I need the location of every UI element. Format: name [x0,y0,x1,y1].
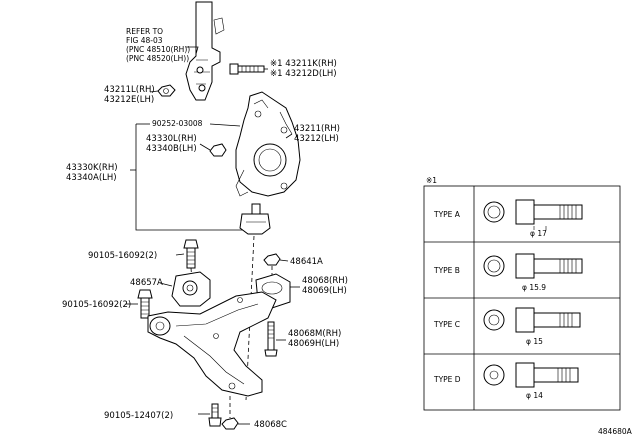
ball-joint [239,203,271,235]
type-row-c: TYPE C φ 15 [433,307,581,346]
types-table [423,185,621,411]
label-90105-12407: 90105-12407(2) [104,411,173,421]
steering-knuckle [235,91,301,197]
label-43212e: 43212E(LH) [104,95,154,105]
label-90105-16092-a: 90105-16092(2) [88,251,157,261]
type-c-label: TYPE C [433,320,460,329]
refer-note-line3: (PNC 48510(RH)) [126,45,190,54]
label-48069h: 48069H(LH) [288,339,339,349]
type-row-d: TYPE D φ 14 [433,362,579,400]
bolt-43211k-icon [229,63,268,75]
refer-note: REFER TO FIG 48-03 (PNC 48510(RH)) (PNC … [126,27,190,63]
label-43340b: 43340B(LH) [146,144,197,154]
label-48641a: 48641A [290,257,323,267]
types-table-note: ※1 [426,176,437,185]
bolt-90105-16092-upper-icon [183,239,199,269]
nut-48641a-icon [263,253,281,266]
type-row-a: TYPE A φ 17 [433,199,583,238]
label-43340a: 43340A(LH) [66,173,117,183]
type-a-dim: φ 17 [530,229,547,238]
type-d-label: TYPE D [433,375,461,384]
type-d-dim: φ 14 [526,391,543,400]
bolt-90105-12407-icon [208,403,222,427]
type-b-label: TYPE B [433,266,460,275]
figure-id: 484680A [598,427,633,436]
bolt-48068m-icon [264,321,278,357]
label-48657a: 48657A [130,278,163,288]
strut-assembly [185,1,225,101]
nut-43330l-icon [209,143,227,157]
label-43212: 43212(LH) [294,134,339,144]
bushing-bracket-48657a [171,271,211,307]
bolt-90105-16092-lower-icon [137,289,153,319]
label-43212d: ※1 43212D(LH) [270,69,337,79]
label-48068: 48068(RH) [302,276,348,286]
refer-note-line1: REFER TO [126,27,163,36]
label-48069: 48069(LH) [302,286,347,296]
label-43211: 43211(RH) [294,124,340,134]
label-43211k: ※1 43211K(RH) [270,59,337,69]
label-48068m: 48068M(RH) [288,329,341,339]
nut-48068c-icon [221,417,239,430]
label-48068c: 48068C [254,420,287,430]
label-43330k: 43330K(RH) [66,163,118,173]
label-43330l: 43330L(RH) [146,134,197,144]
type-row-b: TYPE B φ 15.9 [433,253,583,292]
type-b-dim: φ 15.9 [522,283,546,292]
type-c-dim: φ 15 [526,337,543,346]
label-90105-16092-b: 90105-16092(2) [62,300,131,310]
nut-43211l-icon [157,84,176,97]
refer-note-line4: (PNC 48520(LH)) [126,54,189,63]
type-a-label: TYPE A [433,210,461,219]
label-90252: 90252-03008 [152,119,203,128]
refer-note-line2: FIG 48-03 [126,36,163,45]
lower-control-arm [147,291,277,397]
label-43211l: 43211L(RH) [104,85,155,95]
